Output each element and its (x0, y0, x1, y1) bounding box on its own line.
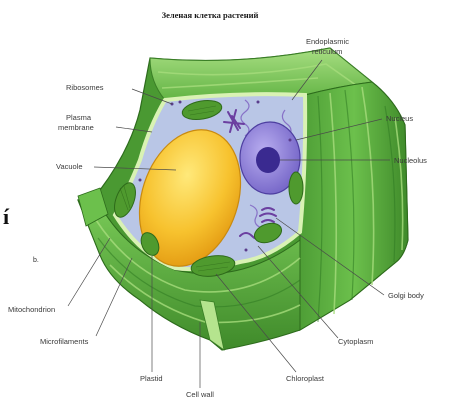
margin-mark-small: b. (33, 257, 39, 264)
ribosome (289, 139, 292, 142)
chloroplast (289, 172, 303, 204)
leader-mitochondrion (68, 238, 110, 306)
label-mitochondrion: Mitochondrion (8, 305, 55, 314)
label-plasma-membrane: Plasma membrane (58, 113, 94, 132)
label-plastid: Plastid (140, 374, 163, 383)
label-endoplasmic-reticulum-line2: reticulum (312, 47, 342, 56)
label-endoplasmic-reticulum-line1: Endoplasmic (306, 37, 349, 46)
label-cell-wall: Cell wall (186, 390, 214, 399)
diagram-title: Зеленая клетка растений (162, 10, 259, 20)
label-chloroplast: Chloroplast (286, 374, 325, 383)
label-microfilaments: Microfilaments (40, 337, 89, 346)
ribosome (257, 101, 260, 104)
label-endoplasmic-reticulum: Endoplasmic reticulum (306, 37, 351, 56)
ribosome (139, 179, 142, 182)
ribosome (179, 101, 182, 104)
ribosome (245, 249, 248, 252)
label-cytoplasm: Cytoplasm (338, 337, 373, 346)
label-plasma-membrane-line1: Plasma (66, 113, 92, 122)
label-nucleolus: Nucleolus (394, 156, 427, 165)
label-golgi-body: Golgi body (388, 291, 424, 300)
label-plasma-membrane-line2: membrane (58, 123, 94, 132)
nucleolus (256, 147, 280, 173)
label-vacuole: Vacuole (56, 162, 83, 171)
label-nucleus: Nucleus (386, 114, 413, 123)
label-ribosomes: Ribosomes (66, 83, 104, 92)
margin-mark-large: í (3, 204, 10, 229)
